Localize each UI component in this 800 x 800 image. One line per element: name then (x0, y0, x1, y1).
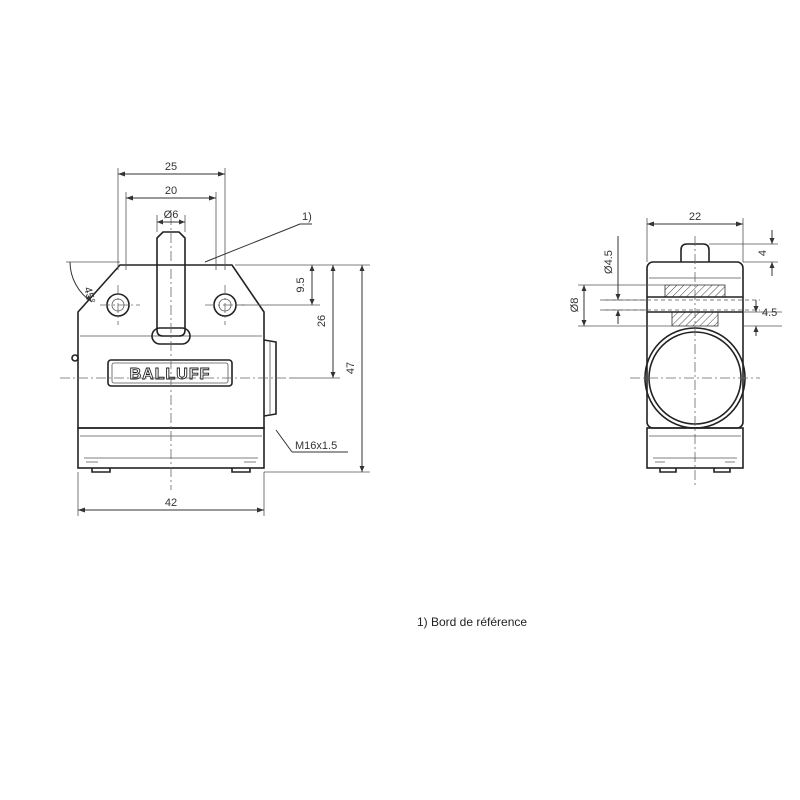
callout-reference: 1) (302, 211, 312, 223)
dim-thread: M16x1.5 (295, 440, 337, 452)
side-view: 22 4 Ø4.5 Ø8 4.5 (569, 211, 782, 486)
dim-width-overall: 25 (165, 161, 177, 173)
dim-body-width: 42 (165, 497, 177, 509)
front-foot-right (231, 468, 251, 473)
side-foot-right (713, 468, 731, 473)
dim-plunger-diameter: Ø6 (164, 209, 179, 221)
dim-height-overall: 47 (345, 362, 357, 374)
front-plunger (156, 231, 186, 265)
side-base (646, 427, 744, 469)
front-view: BALLUFF 25 20 Ø6 (60, 161, 370, 516)
dim-height-to-axis: 26 (316, 315, 328, 327)
dim-hole-diameter: Ø4.5 (603, 250, 615, 274)
dim-counterbore-depth: 4.5 (762, 307, 777, 319)
logo-plate (107, 359, 233, 387)
dim-plunger-height: 4 (757, 250, 769, 256)
dim-counterbore-diameter: Ø8 (569, 298, 581, 313)
footnote-reference-edge: 1) Bord de référence (417, 615, 528, 629)
dim-side-width: 22 (689, 211, 701, 223)
front-foot-left (91, 468, 111, 473)
side-foot-left (659, 468, 677, 473)
dim-width-holes: 20 (165, 185, 177, 197)
left-knob (71, 354, 79, 362)
logo-text: BALLUFF (130, 366, 211, 383)
dim-angle: 45° (81, 286, 97, 305)
dim-height-to-edge: 9.5 (295, 277, 307, 292)
